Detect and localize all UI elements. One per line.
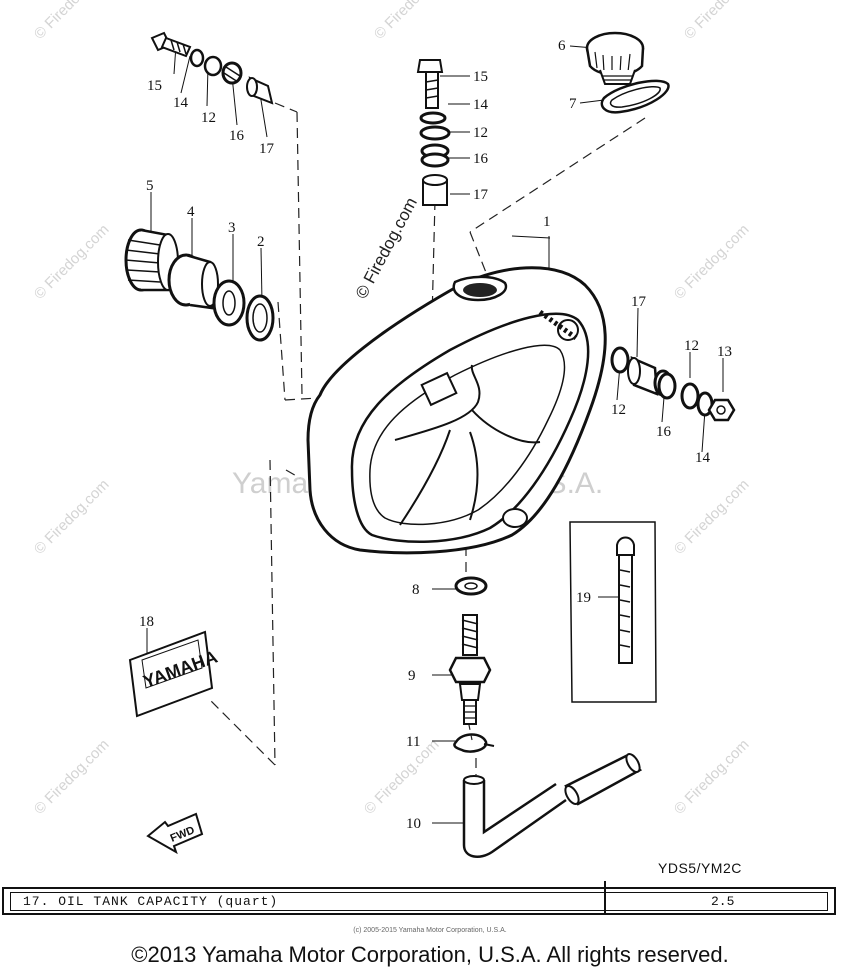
callout-17: 17 <box>631 294 647 310</box>
watermark: © Firedog.com <box>31 221 113 303</box>
spec-value: 2.5 <box>711 894 735 909</box>
spec-table: 17. OIL TANK CAPACITY (quart) 2.5 <box>2 881 836 915</box>
callout-17: 17 <box>473 187 489 203</box>
spec-label: 17. OIL TANK CAPACITY (quart) <box>23 894 279 909</box>
watermark: © Firedog.com <box>671 476 753 558</box>
callout-14: 14 <box>473 97 489 113</box>
forward-arrow: FWD <box>146 812 204 855</box>
spec-divider <box>604 881 606 915</box>
emblem: YAMAHA <box>128 630 220 718</box>
callout-5: 5 <box>146 178 154 194</box>
callout-16: 16 <box>229 128 245 144</box>
callouts: 1 2 3 4 5 6 7 8 9 10 11 12 12 12 12 13 1… <box>139 38 732 832</box>
watermark: © Firedog.com <box>31 736 113 818</box>
callout-6: 6 <box>558 38 566 54</box>
callout-16: 16 <box>473 151 489 167</box>
callout-9: 9 <box>408 668 416 684</box>
callout-1: 1 <box>543 214 551 230</box>
copyright-notice: ©2013 Yamaha Motor Corporation, U.S.A. A… <box>131 942 729 967</box>
callout-2: 2 <box>257 234 265 250</box>
top-left-hardware <box>150 31 274 105</box>
callout-15: 15 <box>147 78 162 94</box>
callout-7: 7 <box>569 96 577 112</box>
callout-12: 12 <box>684 338 699 354</box>
cap-gasket <box>600 79 670 114</box>
watermark: © Firedog.com <box>31 0 113 43</box>
callout-15: 15 <box>473 69 488 85</box>
callout-18: 18 <box>139 614 154 630</box>
watermark-diagonal: © Firedog.com <box>352 194 421 302</box>
callout-10: 10 <box>406 816 421 832</box>
dipstick-group <box>569 521 657 703</box>
callout-3: 3 <box>228 220 236 236</box>
model-code: YDS5/YM2C <box>658 860 742 876</box>
callout-14: 14 <box>695 450 711 466</box>
watermark: © Firedog.com <box>671 736 753 818</box>
hose-clip <box>453 733 495 753</box>
right-hardware <box>610 346 736 422</box>
oil-tank <box>306 266 607 555</box>
drain-hardware <box>448 576 492 725</box>
watermark: © Firedog.com <box>31 476 113 558</box>
left-hardware <box>124 228 275 342</box>
callout-4: 4 <box>187 204 195 220</box>
callout-12: 12 <box>473 125 488 141</box>
top-center-hardware <box>416 59 451 206</box>
callout-12: 12 <box>201 110 216 126</box>
spec-row: 17. OIL TANK CAPACITY (quart) 2.5 <box>10 892 828 911</box>
callout-8: 8 <box>412 582 420 598</box>
watermark: © Firedog.com <box>361 736 443 818</box>
callout-13: 13 <box>717 344 732 360</box>
watermark: © Firedog.com <box>671 221 753 303</box>
watermark: © Firedog.com <box>681 0 763 43</box>
oil-hose <box>462 752 643 858</box>
callout-16: 16 <box>656 424 672 440</box>
callout-12: 12 <box>611 402 626 418</box>
callout-17: 17 <box>259 141 275 157</box>
filler-cap <box>585 31 645 85</box>
callout-14: 14 <box>173 95 189 111</box>
watermark: © Firedog.com <box>371 0 453 43</box>
callout-19: 19 <box>576 590 591 606</box>
small-copyright: (c) 2005-2015 Yamaha Motor Corporation, … <box>353 927 507 934</box>
callout-11: 11 <box>406 734 420 750</box>
